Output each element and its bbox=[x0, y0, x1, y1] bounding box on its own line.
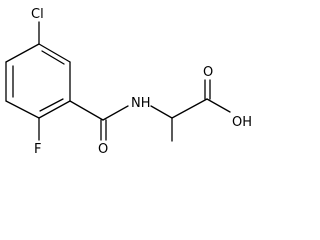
carbonyl-to-nitrogen-bond bbox=[102, 105, 129, 121]
benzene-ring bbox=[5, 43, 71, 119]
chemical-structure: Cl F O NH O OH bbox=[5, 7, 252, 157]
ring-bond-6 bbox=[5, 43, 40, 63]
ring-to-carbonyl-bond bbox=[69, 100, 104, 121]
ring-bond-3 bbox=[38, 100, 71, 119]
ring-double-bond-1 bbox=[41, 50, 65, 65]
ring-bond-4 bbox=[5, 100, 40, 119]
acid-carbonyl-oxygen-label: O bbox=[203, 65, 213, 80]
acid-hydroxyl-label: OH bbox=[232, 115, 252, 130]
carbonyl-oxygen-label: O bbox=[98, 142, 108, 157]
fluorine-label: F bbox=[34, 142, 41, 157]
ring-double-bond-2 bbox=[39, 98, 64, 112]
alpha-carbon-to-acid-carbon-bond bbox=[171, 98, 208, 119]
chlorine-label: Cl bbox=[31, 7, 44, 22]
ring-bond-1 bbox=[38, 43, 71, 63]
nitrogen-to-alpha-carbon-bond bbox=[150, 105, 173, 119]
acid-hydroxyl-bond bbox=[206, 98, 231, 113]
amide-nitrogen-label: NH bbox=[131, 96, 151, 111]
